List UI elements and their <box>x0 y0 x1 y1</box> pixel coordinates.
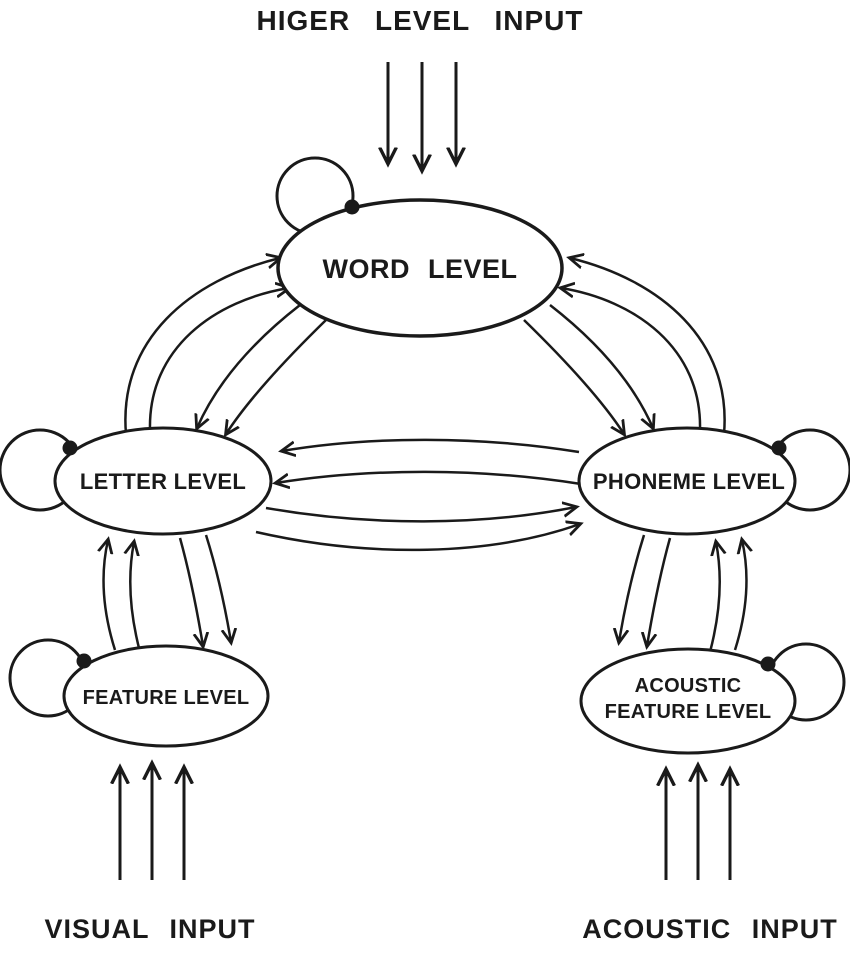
node-word-level: WORD LEVEL <box>276 198 564 338</box>
acoustic-input-label: ACOUSTIC INPUT <box>582 914 838 944</box>
arrow-letter-to-word <box>148 288 289 431</box>
arrows-word-letter <box>124 258 327 435</box>
word-level-label: WORD LEVEL <box>323 254 518 284</box>
arrow-phoneme-to-acoustic-feature <box>619 534 646 642</box>
arrows-phoneme-acoustic-feature <box>619 534 746 653</box>
phoneme-level-ellipse <box>577 426 797 536</box>
letter-level-ellipse <box>53 426 273 536</box>
arrow-acoustic-feature-to-phoneme <box>733 540 746 651</box>
arrows-word-phoneme <box>523 258 726 435</box>
loop-dot-phoneme <box>771 440 787 456</box>
arrows-letter-phoneme <box>255 438 582 552</box>
acoustic-feature-level-label-line1: ACOUSTIC <box>635 675 742 697</box>
arrow-word-to-letter <box>226 319 327 434</box>
phoneme-level-label: PHONEME LEVEL <box>593 469 785 494</box>
loop-dot-feature <box>76 653 92 669</box>
arrow-phoneme-to-word <box>570 258 726 435</box>
node-acoustic-feature-level: ACOUSTIC FEATURE LEVEL <box>579 647 797 755</box>
arrow-word-to-phoneme <box>523 319 624 434</box>
higher-level-input-label: HIGER LEVEL INPUT <box>257 5 584 36</box>
node-phoneme-level: PHONEME LEVEL <box>577 426 797 536</box>
arrow-letter-to-feature <box>178 537 203 646</box>
arrow-word-to-letter <box>197 304 301 428</box>
node-feature-level: FEATURE LEVEL <box>62 644 270 748</box>
arrow-letter-to-feature <box>204 534 231 642</box>
arrow-phoneme-to-acoustic-feature <box>647 537 672 646</box>
feature-level-label: FEATURE LEVEL <box>83 687 250 709</box>
arrow-phoneme-to-letter <box>276 470 582 484</box>
arrow-feature-to-letter <box>130 542 142 653</box>
arrow-word-to-phoneme <box>549 304 653 428</box>
feature-level-ellipse <box>62 644 270 748</box>
arrows-letter-feature <box>104 534 231 653</box>
loop-dot-letter <box>62 440 78 456</box>
acoustic-feature-level-ellipse <box>579 647 797 755</box>
visual-input-label: VISUAL INPUT <box>44 914 255 944</box>
acoustic-input-arrows <box>666 766 730 880</box>
arrow-letter-to-word <box>124 258 280 435</box>
letter-level-label: LETTER LEVEL <box>80 469 246 494</box>
arrow-feature-to-letter <box>104 540 117 651</box>
word-level-ellipse <box>276 198 564 338</box>
node-letter-level: LETTER LEVEL <box>53 426 273 536</box>
arrow-acoustic-feature-to-phoneme <box>708 542 720 653</box>
arrow-letter-to-phoneme <box>265 507 576 523</box>
higher-level-input-arrows <box>388 62 456 170</box>
loop-dot-acoustic-feature <box>760 656 776 672</box>
arrow-phoneme-to-letter <box>282 438 580 452</box>
loop-dot-word <box>344 199 360 215</box>
arrow-phoneme-to-word <box>561 288 702 431</box>
arrow-letter-to-phoneme <box>255 524 580 552</box>
acoustic-feature-level-label-line2: FEATURE LEVEL <box>605 701 772 723</box>
visual-input-arrows <box>120 764 184 880</box>
